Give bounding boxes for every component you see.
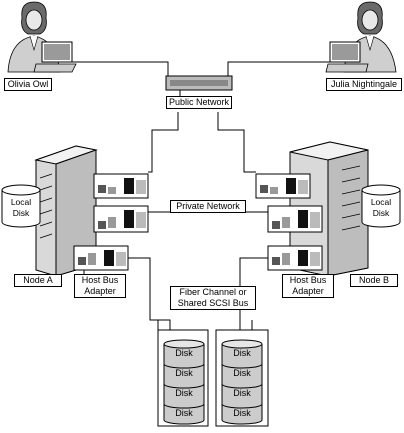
node-a-label: Node A [14,274,62,287]
server-tower-a [34,145,98,277]
disk-label: Disk [175,348,193,358]
node-b-label: Node B [350,274,398,287]
network-hub [165,75,233,91]
hba-label-b: Host Bus Adapter [282,274,334,298]
connection-lines [72,61,332,332]
public-link-a [148,112,179,173]
storage-bus-label: Fiber Channel or Shared SCSI Bus [170,286,256,310]
disk-label: Disk [233,388,251,398]
user-label-right: Julia Nightingale [326,78,402,91]
public-nic-a [93,173,149,199]
left-user-link [72,61,169,78]
right-user-link [227,61,332,78]
disk-label: Disk [175,388,193,398]
disk-array-right [215,329,269,427]
local-disk-a [1,184,41,228]
disk-label: Disk [175,368,193,378]
disk-label: Disk [233,348,251,358]
user-right-figure [325,1,397,73]
hba-label-a: Host Bus Adapter [74,274,126,298]
disk-label: Disk [175,408,193,418]
hba-card-a [73,245,129,271]
local-disk-label-b: Local Disk [370,197,392,218]
user-left-figure [7,1,77,73]
disk-array-left [157,329,209,427]
disk-label: Disk [233,368,251,378]
local-disk-label-a: Local Disk [10,197,32,218]
public-nic-b [255,173,311,199]
public-network-label: Public Network [166,96,232,109]
user-label-left: Olivia Owl [4,78,52,91]
local-disk-b [361,184,401,228]
private-network-label: Private Network [170,200,246,213]
private-nic-b [267,205,323,233]
hba-link-a [128,257,171,332]
private-nic-a [93,205,149,233]
public-link-b [217,112,256,173]
disk-label: Disk [233,408,251,418]
hba-card-b [267,245,323,271]
